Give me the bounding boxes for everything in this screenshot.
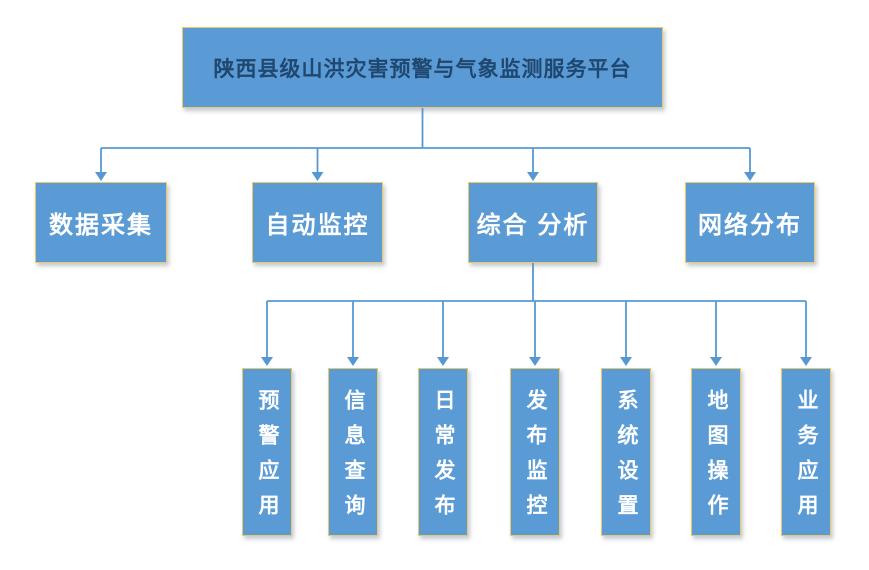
node-release-monitoring-label: 发布监控 <box>524 389 547 529</box>
node-network-distribution-label: 网络分布 <box>698 212 802 239</box>
node-platform-root[interactable]: 陕西县级山洪灾害预警与气象监测服务平台 <box>182 27 663 108</box>
node-auto-monitoring[interactable]: 自动监控 <box>252 182 383 263</box>
node-comprehensive-analysis[interactable]: 综合 分析 <box>468 182 598 263</box>
arrowhead-down-icon <box>620 357 632 366</box>
arrowhead-down-icon <box>95 172 107 181</box>
node-map-operations[interactable]: 地图操作 <box>691 368 741 536</box>
analysis-to-level3-connector <box>261 263 812 366</box>
node-warning-application[interactable]: 预警应用 <box>242 368 292 536</box>
node-release-monitoring[interactable]: 发布监控 <box>510 368 560 536</box>
arrowhead-down-icon <box>311 172 324 181</box>
node-map-operations-label: 地图操作 <box>705 389 728 529</box>
root-to-level2-connector <box>95 108 756 181</box>
arrowhead-down-icon <box>527 172 539 181</box>
arrowhead-down-icon <box>437 357 449 366</box>
node-daily-release[interactable]: 日常发布 <box>418 368 468 536</box>
node-data-collection-label: 数据采集 <box>49 212 153 239</box>
node-business-application[interactable]: 业务应用 <box>781 368 831 536</box>
node-data-collection[interactable]: 数据采集 <box>35 182 167 263</box>
arrowhead-down-icon <box>347 357 359 366</box>
node-warning-application-label: 预警应用 <box>256 389 279 529</box>
node-info-query[interactable]: 信息查询 <box>328 368 378 536</box>
arrowhead-down-icon <box>744 172 756 181</box>
node-system-settings[interactable]: 系统设置 <box>601 368 651 536</box>
arrowhead-down-icon <box>710 357 722 366</box>
node-business-application-label: 业务应用 <box>795 389 818 529</box>
node-info-query-label: 信息查询 <box>342 389 365 529</box>
node-system-settings-label: 系统设置 <box>615 389 638 529</box>
arrowhead-down-icon <box>529 357 541 366</box>
node-network-distribution[interactable]: 网络分布 <box>685 182 815 263</box>
node-auto-monitoring-label: 自动监控 <box>265 212 370 239</box>
node-daily-release-label: 日常发布 <box>432 389 455 529</box>
node-comprehensive-analysis-label: 综合 分析 <box>476 212 590 239</box>
arrowhead-down-icon <box>261 357 273 366</box>
node-platform-root-label: 陕西县级山洪灾害预警与气象监测服务平台 <box>213 57 632 81</box>
arrowhead-down-icon <box>800 357 812 366</box>
